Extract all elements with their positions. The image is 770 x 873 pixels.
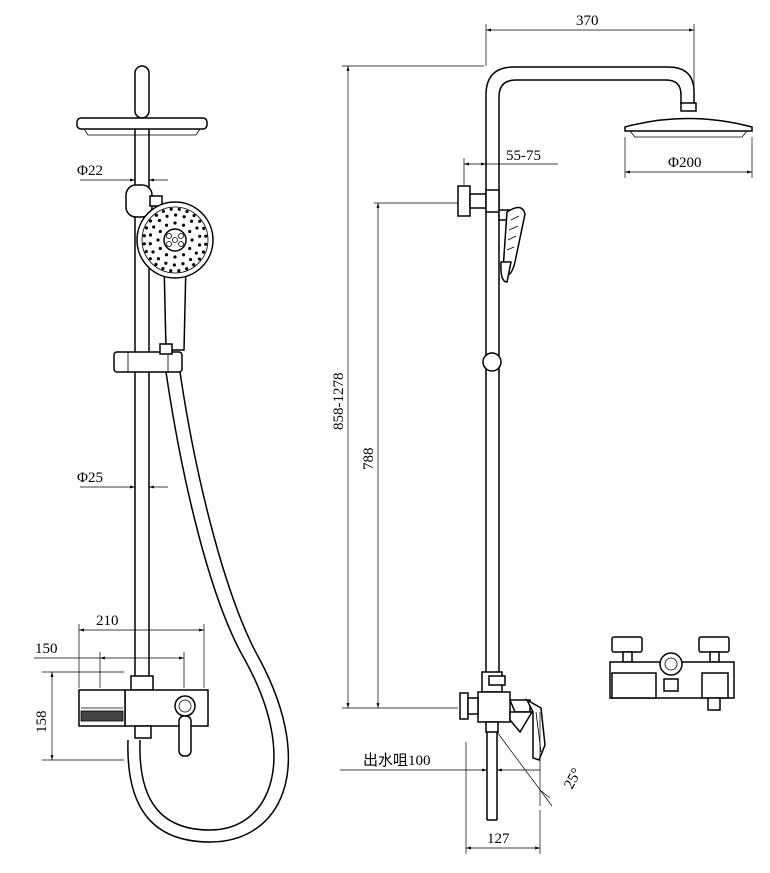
- spray-nozzle: [161, 209, 165, 213]
- spray-nozzle: [151, 250, 155, 254]
- side-rain-shower-head: [624, 117, 753, 138]
- spray-nozzle: [173, 221, 177, 225]
- spray-nozzle: [197, 257, 202, 261]
- spray-nozzle: [161, 266, 165, 271]
- spray-nozzle: [154, 262, 158, 267]
- spray-nozzle: [188, 246, 192, 251]
- spray-nozzle: [195, 226, 199, 230]
- spray-nozzle: [198, 234, 202, 238]
- spray-nozzle: [181, 223, 186, 227]
- spray-nozzle: [156, 257, 161, 261]
- mixer-detail-view: [609, 636, 735, 711]
- front-shower-hose: [127, 371, 290, 843]
- dimension-labels: Φ22 Φ25 210 150 158 370 55-75 Φ200 858-1…: [34, 13, 701, 847]
- front-view: [34, 65, 290, 843]
- spray-nozzle: [189, 219, 194, 223]
- spray-nozzle: [169, 207, 173, 211]
- front-mixer-valve: [78, 675, 209, 757]
- spray-nozzle: [165, 214, 169, 218]
- label-wall-gap: 55-75: [506, 148, 541, 164]
- label-head-dia: Φ200: [668, 155, 701, 171]
- spray-nozzle: [181, 262, 185, 266]
- spray-nozzle: [142, 234, 146, 238]
- side-view: [340, 24, 753, 854]
- label-base-width: 127: [487, 831, 510, 847]
- spray-nozzle: [174, 213, 178, 217]
- front-slide-clamp: [113, 343, 183, 373]
- spray-nozzle: [185, 267, 189, 271]
- spray-nozzle: [177, 207, 181, 211]
- side-dimensions: [340, 24, 753, 854]
- spray-nozzle: [164, 223, 169, 227]
- spray-nozzle: [185, 209, 189, 214]
- spray-nozzle: [154, 213, 158, 217]
- front-rain-shower-head: [76, 65, 208, 136]
- spray-nozzle: [156, 238, 160, 242]
- label-slide-height: 788: [361, 448, 377, 471]
- side-overhead-arm: [485, 66, 697, 196]
- spray-nozzle: [177, 269, 181, 273]
- front-spray-nozzles: [142, 207, 208, 273]
- spray-nozzle: [158, 246, 162, 251]
- spray-nozzle: [169, 269, 173, 273]
- spray-nozzle: [201, 250, 206, 254]
- label-h-158: 158: [34, 711, 50, 734]
- side-riser-pipe: [485, 196, 500, 672]
- spray-nozzle: [172, 263, 176, 267]
- spray-nozzle: [148, 242, 152, 246]
- spray-nozzle: [144, 226, 149, 230]
- spray-nozzle: [148, 219, 153, 223]
- label-spout-angle: 25°: [561, 766, 585, 792]
- spray-nozzle: [194, 251, 198, 255]
- side-wall-bracket: [457, 185, 500, 217]
- spray-nozzle: [144, 250, 148, 254]
- spray-nozzle: [157, 218, 162, 223]
- spray-nozzle: [181, 253, 186, 257]
- spray-nozzle: [198, 219, 202, 223]
- label-top-width: 370: [576, 13, 599, 29]
- front-dimensions: [34, 178, 205, 761]
- spray-nozzle: [188, 229, 192, 234]
- spray-nozzle: [204, 234, 208, 238]
- spray-nozzle: [190, 238, 194, 242]
- side-mixer-valve: [459, 671, 546, 821]
- label-spout: 出水咀100: [363, 752, 431, 769]
- spray-nozzle: [182, 215, 186, 219]
- spray-nozzle: [192, 213, 196, 218]
- label-w-210: 210: [96, 613, 119, 629]
- spray-nozzle: [152, 225, 156, 229]
- spray-nozzle: [158, 229, 162, 234]
- spray-nozzle: [164, 261, 168, 265]
- spray-nozzle: [142, 242, 146, 246]
- spray-nozzle: [148, 257, 152, 261]
- spray-nozzle: [148, 233, 153, 237]
- label-d-riser-top: Φ22: [77, 163, 103, 179]
- spray-nozzle: [197, 243, 202, 247]
- label-w-150: 150: [35, 641, 58, 657]
- side-slide-clamp: [482, 352, 502, 372]
- spray-nozzle: [188, 257, 193, 262]
- spray-nozzle: [202, 226, 206, 230]
- front-handshower-holder: [125, 184, 163, 218]
- spray-nozzle: [164, 253, 169, 257]
- spray-nozzle: [192, 263, 196, 267]
- label-total-height: 858-1278: [331, 373, 347, 431]
- label-d-riser-main: Φ25: [77, 470, 103, 486]
- spray-nozzle: [173, 255, 177, 259]
- side-hand-shower: [498, 206, 526, 283]
- spray-nozzle: [204, 242, 208, 246]
- front-hand-shower: [136, 201, 214, 351]
